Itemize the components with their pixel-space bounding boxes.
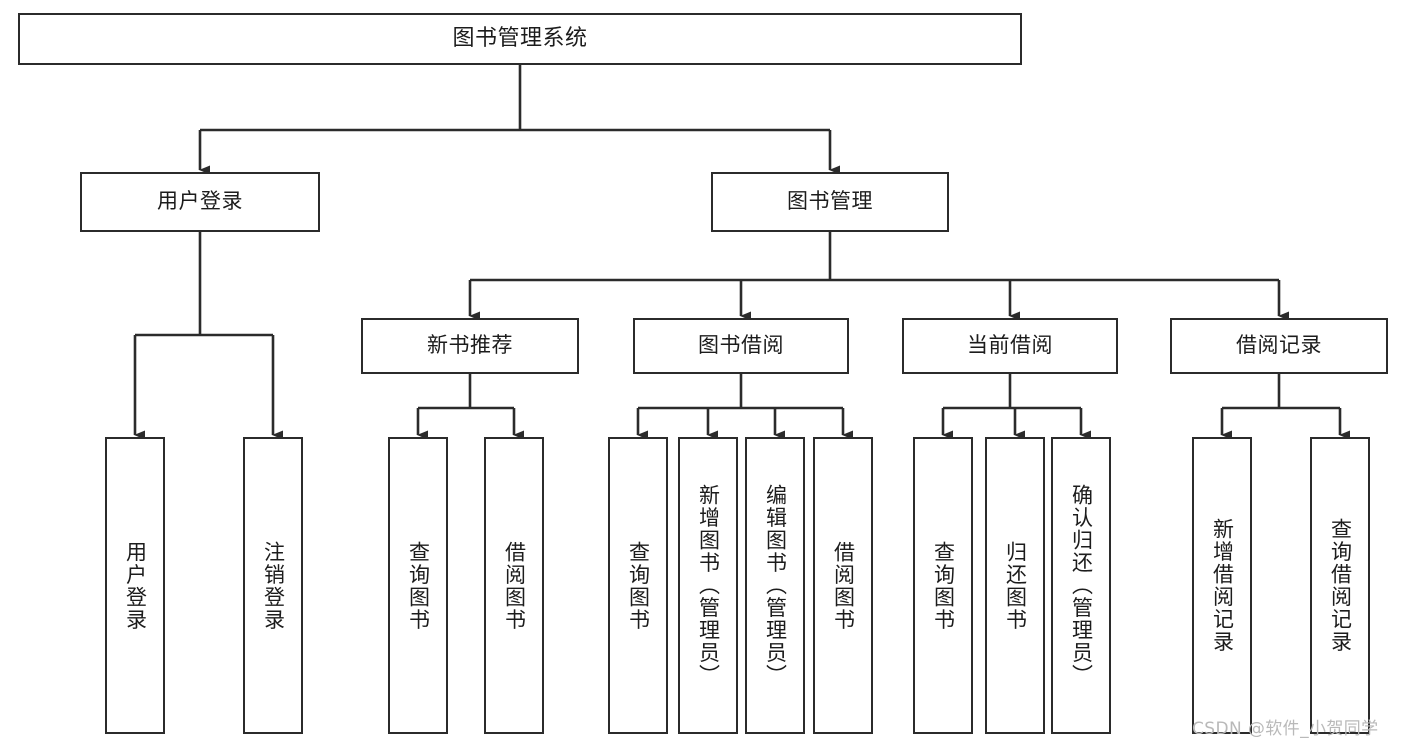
node-leaf-edit-book[interactable]: 编辑图书（管理员） [745,437,805,734]
node-label-leaf-query-book-2: 查询图书 [626,540,651,631]
node-label-leaf-add-book: 新增图书（管理员） [696,484,721,687]
node-label-leaf-user-login: 用户登录 [123,540,148,631]
node-label-user-login: 用户登录 [157,189,243,214]
node-leaf-query-book-3[interactable]: 查询图书 [913,437,973,734]
node-book-borrow[interactable]: 图书借阅 [633,318,849,374]
node-label-leaf-add-record: 新增借阅记录 [1210,518,1235,653]
node-leaf-borrow-book-2[interactable]: 借阅图书 [813,437,873,734]
node-label-leaf-query-book-3: 查询图书 [931,540,956,631]
node-user-login[interactable]: 用户登录 [80,172,320,232]
node-label-leaf-confirm-return: 确认归还（管理员） [1069,484,1094,687]
node-label-leaf-query-record: 查询借阅记录 [1328,518,1353,653]
node-leaf-user-login[interactable]: 用户登录 [105,437,165,734]
node-book-manage[interactable]: 图书管理 [711,172,949,232]
node-root[interactable]: 图书管理系统 [18,13,1022,65]
node-leaf-borrow-book-1[interactable]: 借阅图书 [484,437,544,734]
node-label-current-borrow: 当前借阅 [967,333,1053,358]
node-leaf-query-record[interactable]: 查询借阅记录 [1310,437,1370,734]
node-leaf-query-book-1[interactable]: 查询图书 [388,437,448,734]
node-leaf-return-book[interactable]: 归还图书 [985,437,1045,734]
node-new-book-rec[interactable]: 新书推荐 [361,318,579,374]
node-label-leaf-edit-book: 编辑图书（管理员） [763,484,788,687]
node-label-leaf-borrow-book-2: 借阅图书 [831,540,856,631]
node-leaf-query-book-2[interactable]: 查询图书 [608,437,668,734]
node-label-book-manage: 图书管理 [787,189,873,214]
node-label-leaf-query-book-1: 查询图书 [406,540,431,631]
node-label-borrow-record: 借阅记录 [1236,333,1322,358]
node-leaf-confirm-return[interactable]: 确认归还（管理员） [1051,437,1111,734]
node-label-leaf-borrow-book-1: 借阅图书 [502,540,527,631]
node-leaf-add-book[interactable]: 新增图书（管理员） [678,437,738,734]
node-label-root: 图书管理系统 [452,25,588,51]
node-label-book-borrow: 图书借阅 [698,333,784,358]
node-label-new-book-rec: 新书推荐 [427,333,513,358]
node-leaf-logout[interactable]: 注销登录 [243,437,303,734]
node-label-leaf-logout: 注销登录 [261,540,286,631]
connector-group [133,65,1350,440]
watermark-text: CSDN @软件_小贺同学 [1192,719,1379,739]
node-borrow-record[interactable]: 借阅记录 [1170,318,1388,374]
node-label-leaf-return-book: 归还图书 [1003,540,1028,631]
node-current-borrow[interactable]: 当前借阅 [902,318,1118,374]
node-leaf-add-record[interactable]: 新增借阅记录 [1192,437,1252,734]
